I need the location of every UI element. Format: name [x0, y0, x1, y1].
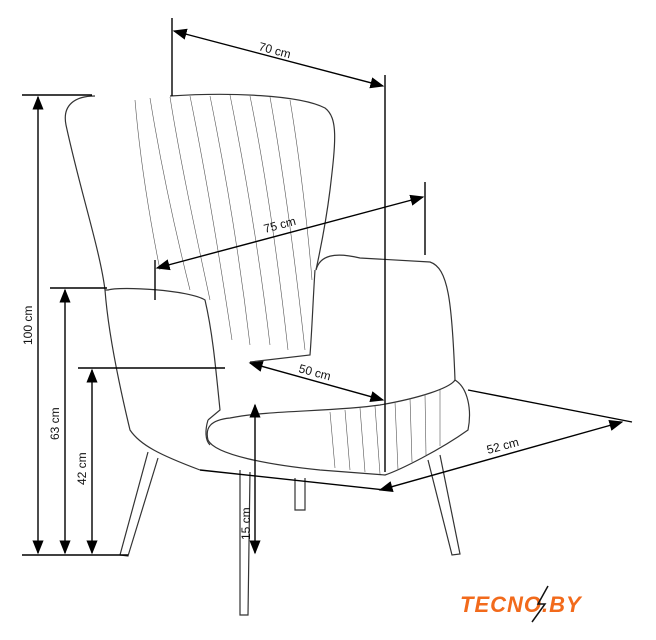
- tecno-by-logo: TECNO.BY: [460, 585, 583, 623]
- label-leg-height: 15 cm: [239, 507, 253, 540]
- label-seat-height: 42 cm: [75, 452, 89, 485]
- label-height: 100 cm: [21, 306, 35, 345]
- label-armrest-height: 63 cm: [48, 407, 62, 440]
- logo-text: TECNO.BY: [460, 592, 583, 617]
- label-seat-width: 50 cm: [297, 361, 332, 383]
- dimension-lines: [22, 18, 633, 556]
- label-seat-depth: 52 cm: [485, 435, 520, 457]
- chair-outline: [64, 93, 471, 616]
